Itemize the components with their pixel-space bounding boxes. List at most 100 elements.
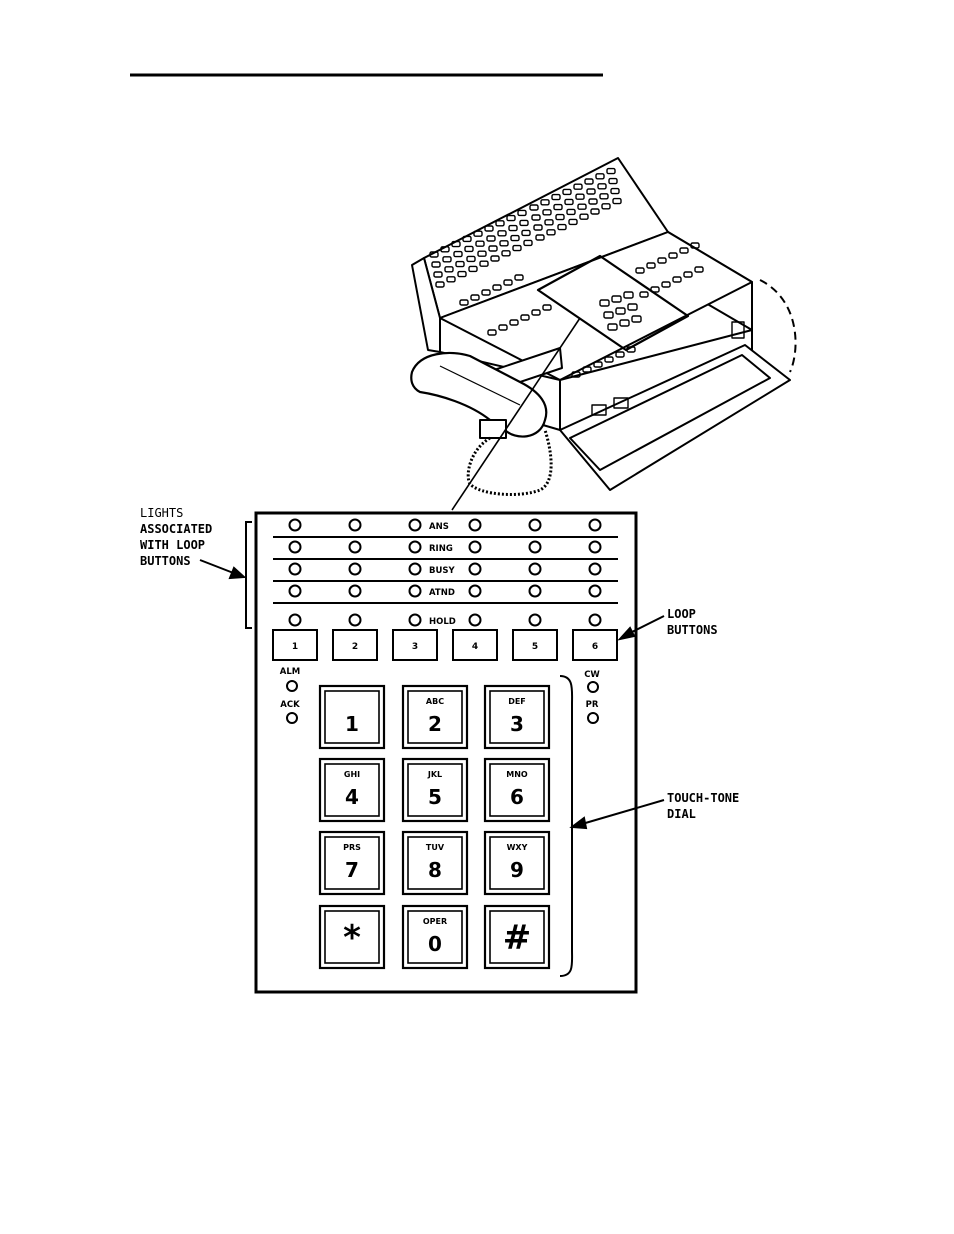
keypad-key-outer	[401, 830, 469, 896]
keypad-key-digit: 0	[428, 932, 442, 956]
console-key	[531, 309, 541, 316]
console-key	[601, 203, 611, 210]
console-key	[579, 213, 589, 220]
console-key	[429, 251, 439, 258]
lamp-indicator	[468, 613, 482, 627]
lamp-indicator	[588, 540, 602, 554]
keypad-key	[489, 763, 545, 817]
console-key	[508, 224, 518, 232]
loop-buttons-callout: LOOP BUTTONS	[667, 606, 718, 638]
keypad-key-letters: PRS	[343, 843, 361, 852]
lamp-indicator	[348, 540, 362, 554]
console-key	[683, 271, 693, 278]
keypad-key-digit: 1	[345, 712, 359, 736]
indicator-light	[286, 712, 298, 724]
console-key	[610, 187, 620, 195]
console-key	[477, 250, 487, 257]
keypad-key	[407, 763, 463, 817]
keypad-key-outer	[483, 904, 551, 970]
console-key	[475, 240, 485, 247]
keypad-key	[407, 910, 463, 964]
keypad-key	[489, 690, 545, 744]
lamp-indicator	[528, 613, 542, 627]
console-key	[459, 299, 469, 306]
console-key	[457, 270, 467, 278]
keypad-key	[407, 836, 463, 890]
lamp-indicator	[408, 518, 422, 532]
indicator-light	[286, 680, 298, 692]
console-key	[573, 183, 583, 190]
console-key	[453, 250, 463, 258]
console-key	[497, 230, 507, 237]
console-key	[503, 279, 513, 286]
console-key	[431, 261, 441, 268]
loop-button	[272, 629, 318, 661]
detail-panel	[254, 511, 638, 994]
console-key	[517, 209, 527, 217]
console-key	[623, 291, 634, 299]
keypad-key-outer	[483, 684, 551, 750]
upper-key-grid	[429, 167, 704, 378]
console-key	[440, 246, 450, 253]
lamp-indicator	[528, 540, 542, 554]
console-key	[595, 173, 605, 180]
console-key	[599, 193, 609, 200]
lamp-indicator	[468, 584, 482, 598]
console-key	[486, 235, 496, 242]
console-key	[523, 239, 533, 247]
keypad-key-letters: JKL	[427, 770, 442, 779]
console-key	[631, 315, 642, 323]
console-key	[492, 284, 502, 291]
console-key	[694, 266, 704, 273]
console-key	[604, 356, 614, 363]
console-key	[612, 197, 622, 205]
keypad-key-outer	[401, 757, 469, 823]
loop-button-label: 5	[532, 642, 538, 652]
console-key	[519, 219, 529, 227]
console-key	[657, 257, 667, 264]
lamp-indicator	[468, 540, 482, 554]
console-key	[462, 235, 472, 243]
loop-button-label: 1	[292, 642, 298, 652]
lights-callout-line1: LIGHTS	[140, 506, 184, 520]
console-key	[512, 244, 522, 252]
lamp-row-label: ANS	[429, 522, 449, 532]
keypad-key-digit: 5	[428, 785, 442, 809]
console-key	[433, 271, 443, 278]
keypad-key-outer	[318, 684, 386, 750]
loop-button	[572, 629, 618, 661]
keypad-key	[324, 910, 380, 964]
lamp-indicator	[288, 540, 302, 554]
console-key	[488, 245, 498, 252]
console-key	[509, 319, 519, 326]
loop-button	[512, 629, 558, 661]
keypad-key	[489, 910, 545, 964]
console-key	[531, 214, 541, 221]
lamp-indicator	[588, 584, 602, 598]
lights-callout: LIGHTS ASSOCIATED WITH LOOP BUTTONS	[140, 505, 212, 569]
keypad-key-letters: WXY	[507, 843, 528, 852]
lamp-indicator	[468, 562, 482, 576]
console-key	[529, 204, 539, 211]
lamp-indicator	[468, 518, 482, 532]
lamp-indicator	[408, 562, 422, 576]
lamp-indicator	[588, 562, 602, 576]
console-key	[646, 262, 656, 269]
keypad-key	[489, 836, 545, 890]
console-key	[562, 188, 572, 196]
keypad-key-outer	[318, 904, 386, 970]
lamp-row-label: BUSY	[429, 566, 456, 576]
console-key	[599, 299, 610, 307]
console-key	[690, 242, 700, 249]
keypad-key-outer	[483, 830, 551, 896]
console-key	[577, 203, 587, 210]
console-key	[607, 323, 618, 331]
console-key	[566, 208, 576, 216]
lamp-row-label: HOLD	[429, 617, 456, 627]
keypad-key-digit: 8	[428, 858, 442, 882]
keypad-key-digit: 3	[510, 712, 524, 736]
loop-button	[332, 629, 378, 661]
